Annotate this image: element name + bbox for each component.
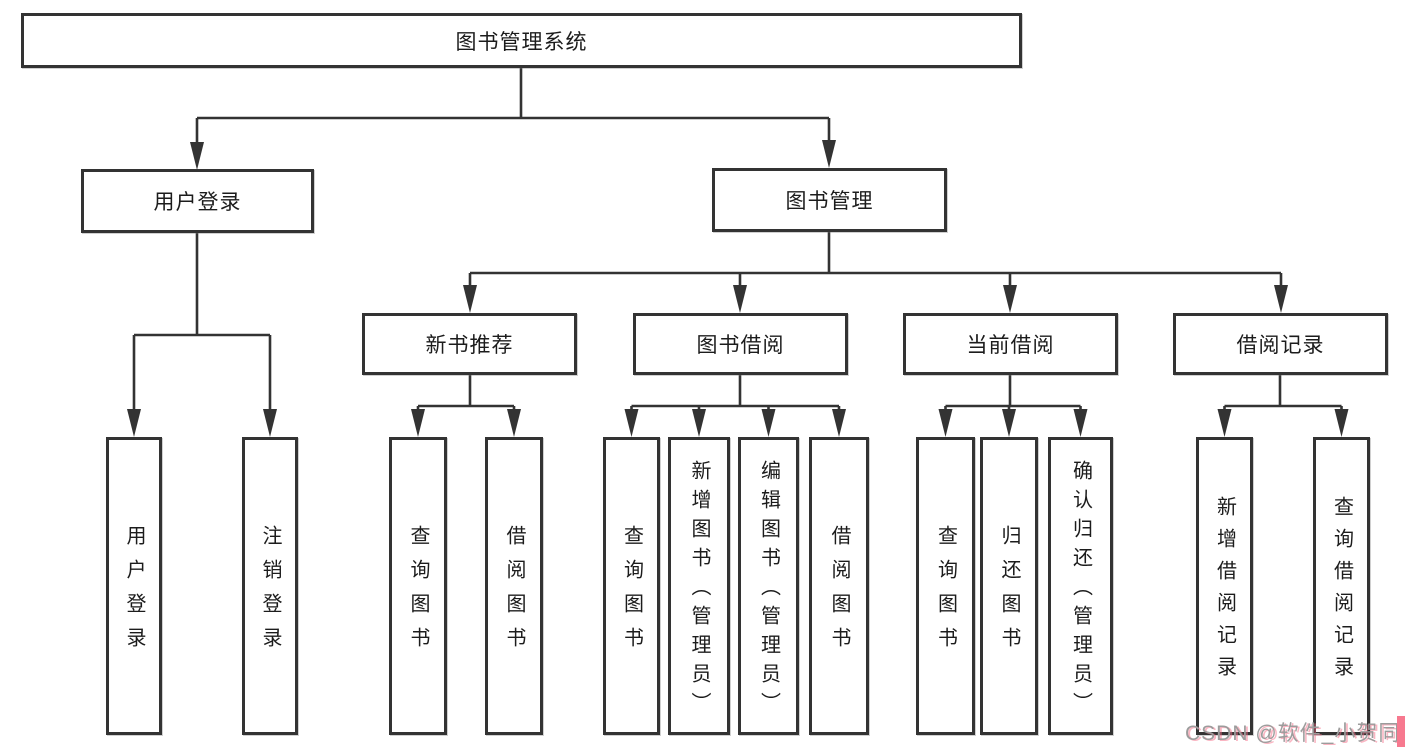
leaf-borrow-books: 借阅图书 (809, 437, 869, 735)
leaf-label: 借阅图书 (828, 525, 850, 661)
node-label: 新书推荐 (425, 334, 514, 357)
leaf-label: 归还图书 (998, 525, 1020, 661)
leaf-query-books-current: 查询图书 (916, 437, 975, 735)
node-book-management: 图书管理 (712, 168, 947, 232)
leaf-return-books: 归还图书 (980, 437, 1038, 735)
leaf-query-books-recommend: 查询图书 (389, 437, 447, 735)
leaf-user-login: 用户登录 (106, 437, 162, 735)
node-user-login: 用户登录 (81, 169, 314, 233)
leaf-borrow-books-recommend: 借阅图书 (485, 437, 543, 735)
leaf-label: 编辑图书（管理员） (757, 460, 780, 721)
leaf-confirm-return-admin: 确认归还（管理员） (1048, 437, 1113, 735)
leaf-query-borrow-record: 查询借阅记录 (1313, 437, 1370, 735)
connector-paths (132, 68, 1343, 411)
leaf-logout: 注销登录 (242, 437, 298, 735)
leaf-label: 用户登录 (123, 525, 145, 661)
node-borrowing-records: 借阅记录 (1173, 313, 1388, 375)
node-label: 用户登录 (153, 191, 242, 214)
node-label: 图书管理系统 (455, 30, 588, 54)
leaf-label: 新增借阅记录 (1213, 496, 1236, 688)
leaf-label: 借阅图书 (503, 525, 525, 661)
node-library-management-system: 图书管理系统 (21, 13, 1022, 68)
watermark-accent-strip (1397, 716, 1405, 747)
leaf-label: 注销登录 (259, 525, 281, 661)
leaf-label: 新增图书（管理员） (688, 460, 710, 721)
node-new-book-recommendation: 新书推荐 (362, 313, 577, 375)
node-label: 图书借阅 (696, 334, 785, 357)
node-current-borrowing: 当前借阅 (903, 313, 1118, 375)
node-label: 借阅记录 (1236, 334, 1325, 357)
leaf-add-books-admin: 新增图书（管理员） (668, 437, 730, 735)
leaf-label: 查询图书 (407, 525, 429, 661)
node-label: 图书管理 (785, 190, 874, 213)
leaf-label: 确认归还（管理员） (1069, 460, 1092, 721)
leaf-add-borrow-record: 新增借阅记录 (1196, 437, 1253, 735)
csdn-watermark: CSDN @软件_小贺同学 (1185, 722, 1405, 745)
leaf-label: 查询图书 (934, 525, 957, 661)
leaf-label: 查询图书 (620, 525, 643, 661)
leaf-edit-books-admin: 编辑图书（管理员） (738, 437, 799, 735)
leaf-query-books-borrow: 查询图书 (603, 437, 660, 735)
node-book-borrowing: 图书借阅 (633, 313, 848, 375)
node-label: 当前借阅 (966, 334, 1055, 357)
leaf-label: 查询借阅记录 (1330, 496, 1353, 688)
arrowheads (127, 140, 1349, 437)
